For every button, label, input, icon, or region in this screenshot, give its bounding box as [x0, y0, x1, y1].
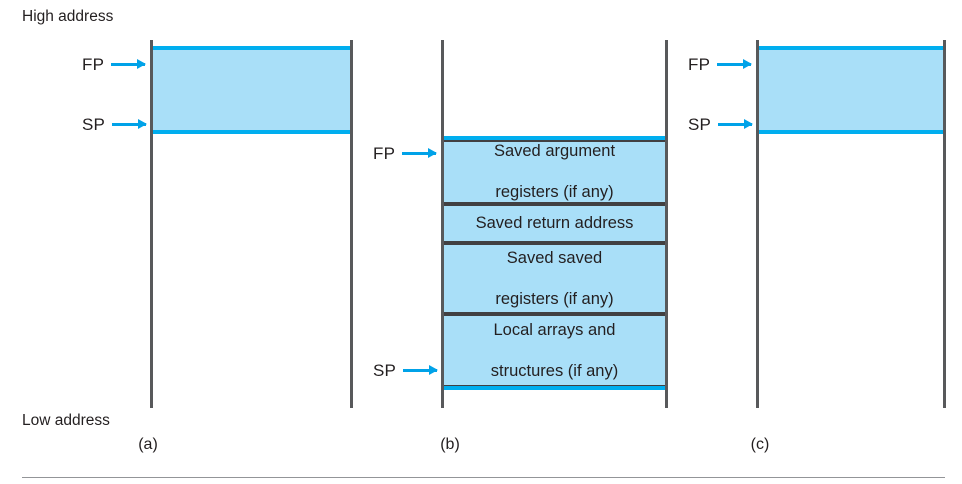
segment-line-2: structures (if any) — [490, 361, 619, 380]
high-address-label: High address — [22, 8, 114, 25]
stack-rail-right-c — [943, 40, 946, 408]
low-address-label: Low address — [22, 412, 110, 429]
stack-rail-left-c — [756, 40, 759, 408]
pointer-fp-b: FP — [373, 143, 437, 163]
segment-line-2: registers (if any) — [495, 183, 614, 202]
frame-top-edge-b — [444, 136, 665, 140]
arrow-right-icon — [402, 151, 437, 155]
pointer-fp-a: FP — [82, 54, 146, 74]
frame-bottom-edge-a — [153, 130, 350, 134]
stack-rail-left-b — [441, 40, 444, 408]
pointer-sp-b-label: SP — [373, 360, 397, 380]
pointer-fp-c: FP — [688, 54, 752, 74]
arrow-right-icon — [717, 62, 752, 66]
arrow-right-icon — [111, 62, 146, 66]
stack-rail-left-a — [150, 40, 153, 408]
segment-line-1: Local arrays and — [493, 320, 616, 339]
pointer-sp-c-label: SP — [688, 114, 712, 134]
frame-bottom-edge-c — [759, 130, 943, 134]
pointer-sp-c: SP — [688, 114, 753, 134]
arrow-right-icon — [403, 368, 438, 372]
segment-line-1: Saved return address — [475, 214, 634, 233]
panel-caption-b: (b) — [440, 436, 460, 453]
segment-line-2: registers (if any) — [495, 289, 614, 308]
frame-top-edge-c — [759, 46, 943, 50]
pointer-sp-a-label: SP — [82, 114, 106, 134]
segment-saved-return-address: Saved return address — [444, 204, 665, 243]
pointer-fp-a-label: FP — [82, 54, 105, 74]
segment-line-1: Saved saved — [506, 248, 603, 267]
stack-rail-right-a — [350, 40, 353, 408]
frame-region-c — [759, 47, 943, 134]
panel-caption-c: (c) — [750, 436, 770, 453]
segment-saved-saved-registers: Saved saved registers (if any) — [444, 243, 665, 314]
segment-local-arrays-and-structures: Local arrays and structures (if any) — [444, 314, 665, 387]
frame-bottom-edge-b — [444, 386, 665, 390]
pointer-fp-c-label: FP — [688, 54, 711, 74]
frame-region-a — [153, 47, 350, 134]
pointer-sp-a: SP — [82, 114, 147, 134]
frame-top-edge-a — [153, 46, 350, 50]
footer-divider — [22, 477, 945, 478]
pointer-sp-b: SP — [373, 360, 438, 380]
pointer-fp-b-label: FP — [373, 143, 396, 163]
panel-caption-a: (a) — [138, 436, 158, 453]
segment-line-1: Saved argument — [493, 142, 616, 161]
stack-rail-right-b — [665, 40, 668, 408]
arrow-right-icon — [112, 122, 147, 126]
segment-saved-argument-registers: Saved argument registers (if any) — [444, 140, 665, 204]
arrow-right-icon — [718, 122, 753, 126]
